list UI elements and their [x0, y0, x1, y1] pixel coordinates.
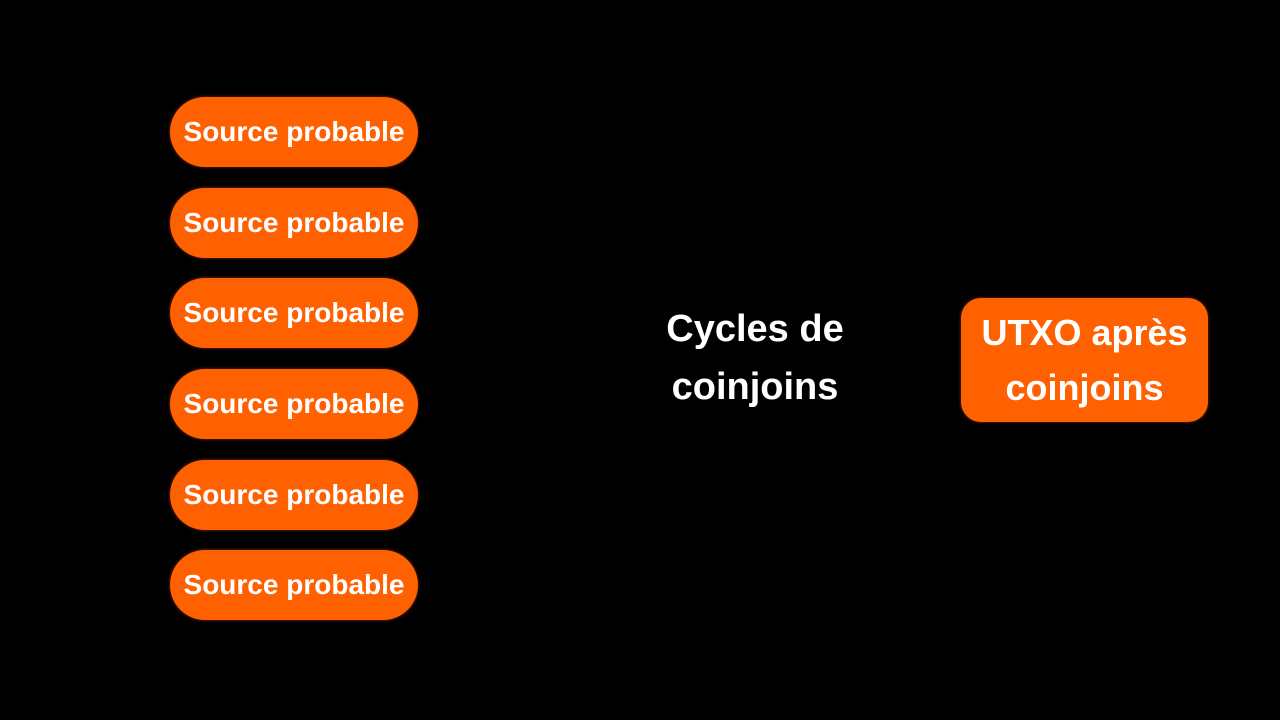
output-utxo-line2: coinjoins [1005, 367, 1164, 408]
source-node: Source probable [170, 550, 418, 620]
output-utxo-line1: UTXO après [981, 312, 1188, 353]
output-utxo-node: UTXO après coinjoins [961, 298, 1208, 422]
source-node: Source probable [170, 188, 418, 258]
source-node: Source probable [170, 369, 418, 439]
source-node: Source probable [170, 97, 418, 167]
coinjoin-cycles-line1: Cycles de [666, 308, 844, 350]
source-node: Source probable [170, 460, 418, 530]
source-node: Source probable [170, 278, 418, 348]
coinjoin-cycles-label: Cycles de coinjoins [600, 300, 910, 420]
coinjoin-cycles-line2: coinjoins [671, 366, 839, 408]
